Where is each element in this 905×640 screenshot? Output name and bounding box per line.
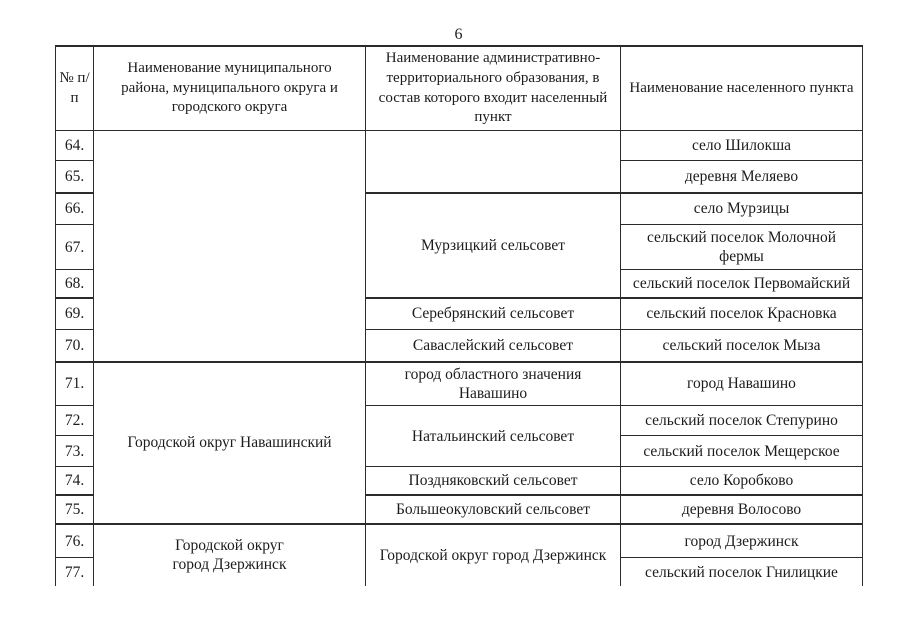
row-number-cell: 76.: [55, 522, 94, 559]
row-number-cell: 64.: [55, 130, 94, 162]
row-number-cell: 77.: [55, 557, 94, 586]
settlement-cell: сельский поселок Гнилицкие: [620, 557, 863, 586]
table-row: 76. Городской округ город Дзержинск Горо…: [55, 522, 863, 586]
unit-cell: город областного значения Навашино: [365, 360, 621, 407]
settlement-cell: сельский поселок Первомайский: [620, 269, 863, 299]
unit-cell: Серебрянский сельсовет: [365, 296, 621, 331]
district-cell: Городской округ Навашинский: [93, 360, 366, 525]
table-row: 70. Саваслейский сельсовет сельский посе…: [55, 329, 863, 363]
header-row: № п/п Наименование муниципального района…: [55, 45, 863, 132]
row-number-cell: 72.: [55, 405, 94, 437]
row-number-cell: 69.: [55, 296, 94, 331]
col-header-num: № п/п: [55, 45, 94, 132]
col-header-settlement: Наименование населенного пункта: [620, 45, 863, 132]
table-row: 64. село Шилокша: [55, 130, 863, 363]
table-row: 66. Мурзицкий сельсовет село Мурзицы: [55, 191, 863, 299]
settlement-cell: деревня Волосово: [620, 493, 863, 525]
table-row: 69. Серебрянский сельсовет сельский посе…: [55, 296, 863, 331]
row-number-cell: 67.: [55, 224, 94, 271]
unit-cell: Городской округ город Дзержинск: [365, 522, 621, 586]
unit-cell: Большеокуловский сельсовет: [365, 493, 621, 525]
unit-cell: Натальинский сельсовет: [365, 405, 621, 468]
table-row: 71. Городской округ Навашинский город об…: [55, 360, 863, 525]
unit-cell: Поздняковский сельсовет: [365, 466, 621, 496]
settlement-cell: сельский поселок Мыза: [620, 329, 863, 363]
table-row: 65. деревня Меляево: [55, 160, 863, 194]
district-cell: Городской округ город Дзержинск: [93, 522, 366, 586]
settlement-cell: сельский поселок Молочной фермы: [620, 224, 863, 271]
settlements-table: № п/п Наименование муниципального района…: [55, 45, 863, 586]
settlement-cell: село Коробково: [620, 466, 863, 496]
row-number-cell: 73.: [55, 435, 94, 468]
settlement-cell: сельский поселок Мещерское: [620, 435, 863, 468]
table-row: 75. Большеокуловский сельсовет деревня В…: [55, 493, 863, 525]
table-row: 68. сельский поселок Первомайский: [55, 269, 863, 299]
settlement-cell: село Мурзицы: [620, 191, 863, 226]
table-row: 74. Поздняковский сельсовет село Коробко…: [55, 466, 863, 496]
col-header-district: Наименование муниципального района, муни…: [93, 45, 366, 132]
row-number-cell: 70.: [55, 329, 94, 363]
settlement-cell: сельский поселок Красновка: [620, 296, 863, 331]
row-number-cell: 68.: [55, 269, 94, 299]
table-row: 67. сельский поселок Молочной фермы: [55, 224, 863, 271]
row-number-cell: 66.: [55, 191, 94, 226]
unit-cell: Саваслейский сельсовет: [365, 329, 621, 363]
settlement-cell: сельский поселок Степурино: [620, 405, 863, 437]
row-number-cell: 75.: [55, 493, 94, 525]
col-header-admin-unit: Наименование административно-территориал…: [365, 45, 621, 132]
row-number-cell: 71.: [55, 360, 94, 407]
unit-cell-empty: [365, 130, 621, 194]
table-row: 77. сельский поселок Гнилицкие: [55, 557, 863, 586]
unit-cell: Мурзицкий сельсовет: [365, 191, 621, 299]
settlement-cell: село Шилокша: [620, 130, 863, 162]
row-number-cell: 74.: [55, 466, 94, 496]
district-cell-empty: [93, 130, 366, 363]
page-number: 6: [454, 26, 463, 43]
settlement-cell: деревня Меляево: [620, 160, 863, 194]
settlement-cell: город Дзержинск: [620, 522, 863, 559]
settlement-cell: город Навашино: [620, 360, 863, 407]
row-number-cell: 65.: [55, 160, 94, 194]
